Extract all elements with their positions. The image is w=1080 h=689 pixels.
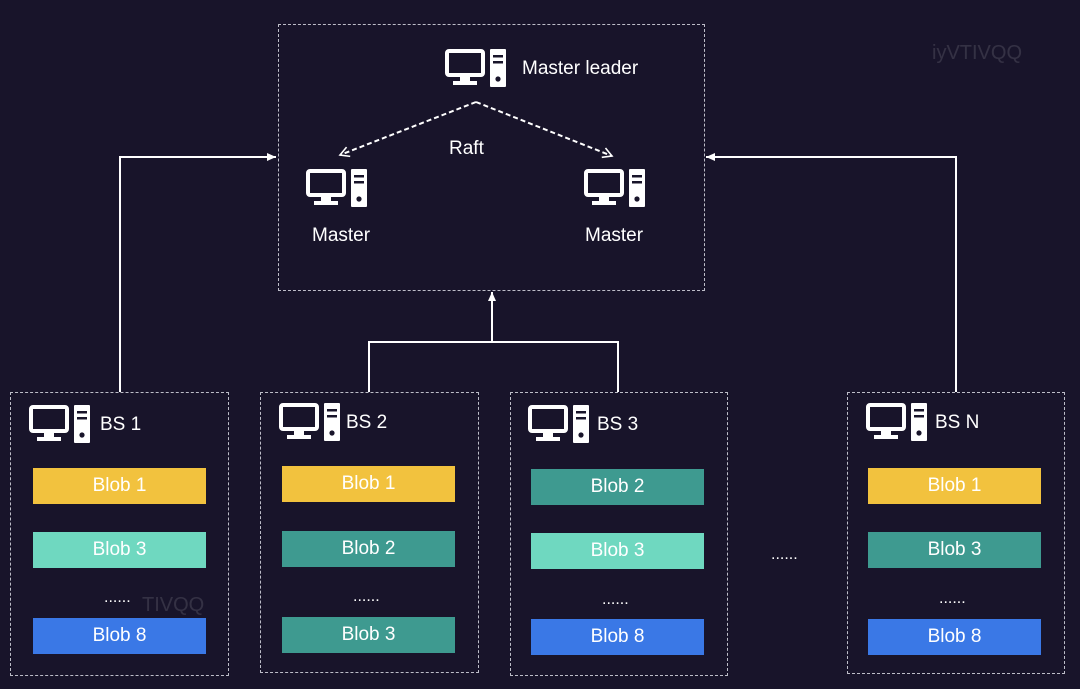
blob-block: Blob 1 [33, 468, 206, 504]
blob-server-header: BS N [865, 402, 979, 444]
blob-ellipsis: ...... [104, 589, 131, 606]
server-computer-icon [528, 405, 589, 443]
server-computer-icon [866, 403, 927, 441]
blob-server-name: BS N [935, 412, 980, 433]
blob-block: Blob 1 [282, 466, 455, 502]
more-servers-ellipsis: ...... [771, 546, 798, 563]
server-computer-icon [29, 405, 90, 443]
blob-server-box [847, 392, 1065, 674]
raft-arrow-left [338, 101, 477, 158]
blob-block: Blob 8 [531, 619, 704, 655]
blob-ellipsis: ...... [602, 591, 629, 608]
blob-server-header: BS 2 [278, 402, 387, 444]
master-cluster-box [278, 24, 705, 291]
blob-server-box [10, 392, 229, 676]
blob-block: Blob 2 [531, 469, 704, 505]
blob-block: Blob 8 [33, 618, 206, 654]
server-computer-icon [445, 49, 506, 87]
blob-block: Blob 3 [868, 532, 1041, 568]
bsn-to-master-arrow [706, 153, 957, 392]
blob-server-header: BS 3 [527, 404, 638, 446]
master-left-label: Master [312, 225, 371, 246]
raft-label: Raft [449, 138, 484, 159]
blob-server-name: BS 2 [346, 412, 388, 433]
blob-server-name: BS 1 [100, 414, 142, 435]
blob-block: Blob 2 [282, 531, 455, 567]
blob-block: Blob 3 [531, 533, 704, 569]
server-computer-icon [306, 169, 367, 207]
blob-server-header: BS 1 [28, 404, 141, 446]
raft-arrow-right [475, 101, 614, 159]
bs2-connector [368, 341, 619, 392]
blob-ellipsis: ...... [939, 590, 966, 607]
server-computer-icon [279, 403, 340, 441]
server-computer-icon [584, 169, 645, 207]
bs1-to-master-arrow [119, 153, 276, 392]
blob-ellipsis: ...... [353, 588, 380, 605]
blob-server-box [260, 392, 479, 673]
master-leader-label: Master leader [522, 58, 639, 79]
master-leader-node: Master leader [444, 48, 638, 90]
watermark-text: iyVTIVQQ [932, 42, 1023, 64]
watermark-text: TIVQQ [142, 594, 205, 616]
blob-block: Blob 1 [868, 468, 1041, 504]
blob-server-box [510, 392, 728, 676]
blob-block: Blob 3 [33, 532, 206, 568]
blob-block: Blob 8 [868, 619, 1041, 655]
master-right-label: Master [585, 225, 644, 246]
blob-block: Blob 3 [282, 617, 455, 653]
blob-server-name: BS 3 [597, 414, 639, 435]
